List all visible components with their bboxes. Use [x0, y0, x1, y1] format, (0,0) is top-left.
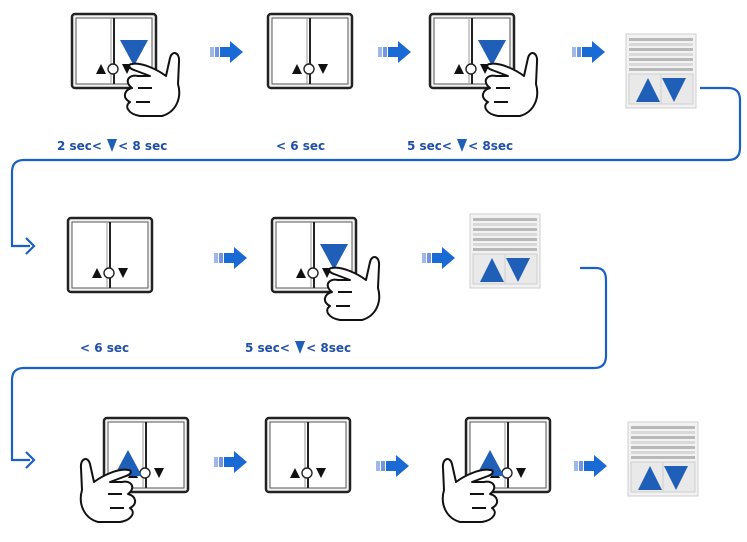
- wall-switch-pressed: [72, 14, 179, 116]
- logo-icon: [308, 268, 318, 278]
- blind-window-icon: [626, 34, 696, 108]
- flow-arrow: [574, 455, 607, 477]
- blind-window-icon: [628, 422, 698, 496]
- flow-arrow: [376, 455, 409, 477]
- wall-switch-pressed: [272, 218, 379, 320]
- flow-arrow: [214, 247, 247, 269]
- flow-arrow: [210, 41, 243, 63]
- label-step6: 5 sec< < 8sec: [245, 341, 351, 355]
- logo-icon: [502, 468, 512, 478]
- label-step3: 5 sec< < 8sec: [407, 139, 513, 153]
- wall-switch: [68, 218, 152, 292]
- down-triangle-icon: [457, 139, 467, 152]
- logo-icon: [104, 268, 114, 278]
- wall-switch: [266, 418, 350, 492]
- label-step1: 2 sec< < 8 sec: [57, 139, 167, 153]
- label-step2: < 6 sec: [276, 139, 325, 153]
- wall-switch-pressed: [81, 418, 188, 522]
- down-triangle-icon: [107, 139, 117, 152]
- logo-icon: [108, 64, 118, 74]
- down-triangle-icon: [295, 341, 305, 354]
- label-step5: < 6 sec: [80, 341, 129, 355]
- wall-switch: [268, 14, 352, 88]
- wall-switch-pressed: [430, 14, 537, 116]
- blind-window-icon: [470, 214, 540, 288]
- wall-switch-pressed: [443, 418, 550, 522]
- flow-arrow: [422, 247, 455, 269]
- logo-icon: [140, 468, 150, 478]
- logo-icon: [304, 64, 314, 74]
- flow-arrow: [214, 451, 247, 473]
- flow-arrow: [378, 41, 411, 63]
- logo-icon: [302, 468, 312, 478]
- flow-arrow: [572, 41, 605, 63]
- logo-icon: [466, 64, 476, 74]
